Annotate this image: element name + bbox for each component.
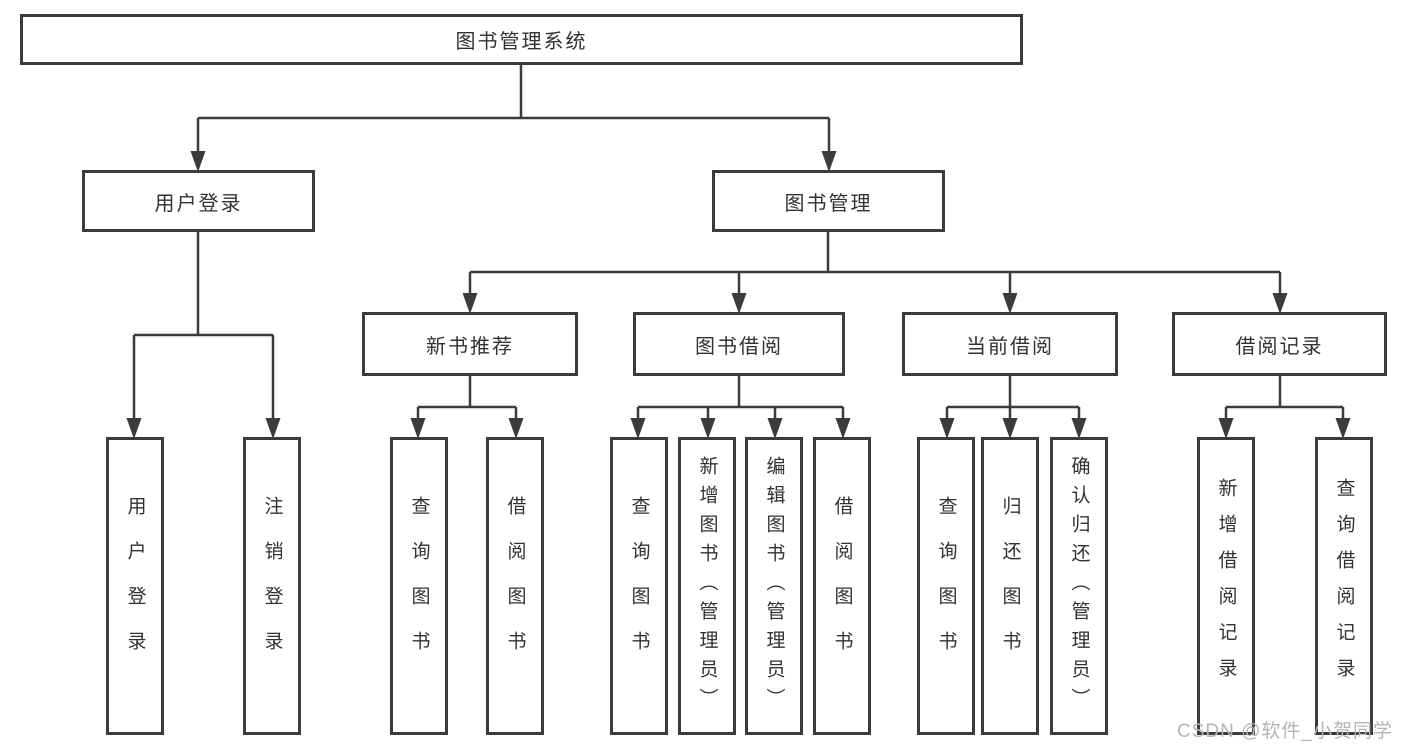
leaf-query-books-recommend: 查询图书 — [390, 437, 448, 735]
leaf-query-books-current-label: 查询图书 — [935, 496, 957, 676]
node-book-borrowing-label: 图书借阅 — [695, 335, 783, 358]
leaf-confirm-return-admin-label: 确认归还（管理员） — [1068, 455, 1090, 717]
leaf-logout: 注销登录 — [243, 437, 301, 735]
node-book-borrowing: 图书借阅 — [633, 312, 845, 376]
leaf-add-books-admin-label: 新增图书（管理员） — [696, 455, 718, 717]
node-book-management: 图书管理 — [712, 170, 945, 232]
leaf-query-books-borrow: 查询图书 — [610, 437, 668, 735]
node-new-book-recommendation-label: 新书推荐 — [426, 335, 514, 358]
leaf-confirm-return-admin: 确认归还（管理员） — [1050, 437, 1108, 735]
watermark: CSDN @软件_小贺同学 — [1177, 721, 1393, 742]
node-borrowing-records: 借阅记录 — [1172, 312, 1387, 376]
leaf-borrow-books-recommend-label: 借阅图书 — [504, 496, 526, 676]
leaf-logout-label: 注销登录 — [261, 496, 283, 676]
leaf-edit-books-admin: 编辑图书（管理员） — [745, 437, 803, 735]
node-user-login-label: 用户登录 — [154, 192, 243, 215]
node-book-management-label: 图书管理 — [784, 192, 873, 215]
leaf-query-books-current: 查询图书 — [917, 437, 975, 735]
leaf-borrow-books-label: 借阅图书 — [831, 496, 853, 676]
leaf-query-borrow-record: 查询借阅记录 — [1315, 437, 1373, 735]
leaf-query-borrow-record-label: 查询借阅记录 — [1333, 478, 1355, 694]
leaf-edit-books-admin-label: 编辑图书（管理员） — [763, 455, 785, 717]
leaf-user-login-label: 用户登录 — [124, 496, 146, 676]
leaf-add-borrow-record: 新增借阅记录 — [1197, 437, 1255, 735]
node-borrowing-records-label: 借阅记录 — [1235, 335, 1324, 358]
leaf-add-borrow-record-label: 新增借阅记录 — [1215, 478, 1237, 694]
node-current-borrowing: 当前借阅 — [902, 312, 1118, 376]
node-current-borrowing-label: 当前借阅 — [966, 335, 1054, 358]
node-new-book-recommendation: 新书推荐 — [362, 312, 578, 376]
node-root: 图书管理系统 — [20, 14, 1023, 65]
leaf-return-books: 归还图书 — [981, 437, 1039, 735]
node-root-label: 图书管理系统 — [455, 31, 588, 53]
leaf-borrow-books: 借阅图书 — [813, 437, 871, 735]
leaf-query-books-borrow-label: 查询图书 — [628, 496, 650, 676]
leaf-add-books-admin: 新增图书（管理员） — [678, 437, 736, 735]
leaf-return-books-label: 归还图书 — [999, 496, 1021, 676]
leaf-borrow-books-recommend: 借阅图书 — [486, 437, 544, 735]
leaf-query-books-recommend-label: 查询图书 — [408, 496, 430, 676]
leaf-user-login: 用户登录 — [106, 437, 164, 735]
node-user-login: 用户登录 — [82, 170, 315, 232]
